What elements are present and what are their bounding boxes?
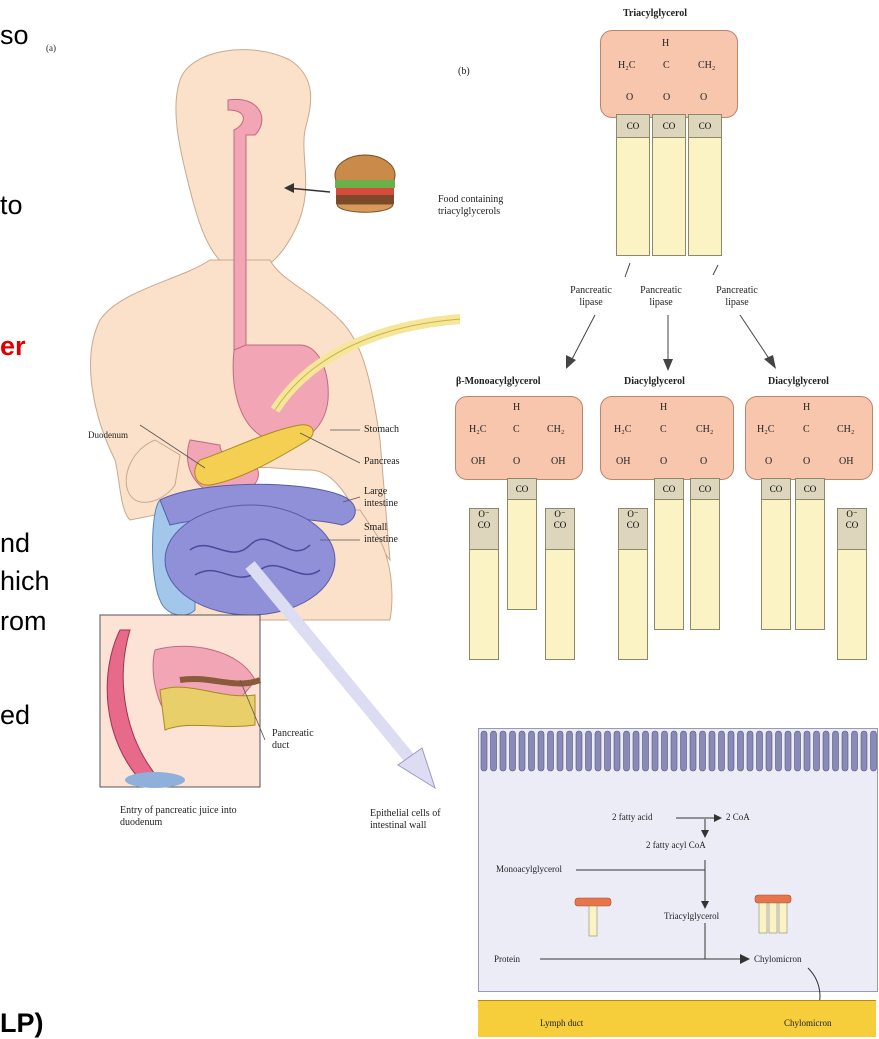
lipase-arrows xyxy=(540,255,870,375)
formula-h2c: H₂C xyxy=(757,424,774,436)
lipase-label: Pancreatic lipase xyxy=(712,285,762,308)
panel-b-tag: (b) xyxy=(458,66,470,78)
panel-a-tag: (a) xyxy=(46,43,56,53)
pancreatic-duct-label: Pancreatic duct xyxy=(272,728,332,751)
fatty-acid-tail xyxy=(795,478,825,630)
chylomicron-label: Chylomicron xyxy=(754,954,802,964)
co-group: CO xyxy=(761,478,791,500)
formula-o: O xyxy=(660,456,667,468)
co-group: CO xyxy=(652,114,686,138)
monoacylglycerol-label: Monoacylglycerol xyxy=(496,864,562,874)
lymph-duct-label: Lymph duct xyxy=(540,1018,583,1028)
small-intestine-label: Small intestine xyxy=(364,522,414,545)
co-group: CO xyxy=(654,478,684,500)
fatty-acid-tail xyxy=(761,478,791,630)
formula-o: O xyxy=(663,92,670,104)
carboxylate-group: O⁻CO xyxy=(469,508,499,550)
food-label-text: Food containing triacylglycerols xyxy=(438,194,528,217)
slide-text-fragment: nd xyxy=(0,530,30,557)
formula-o: O xyxy=(700,92,707,104)
fatty-acid-tail xyxy=(690,478,720,630)
formula-o: O xyxy=(513,456,520,468)
epithelial-cells-label: Epithelial cells of intestinal wall xyxy=(370,808,470,831)
formula-c: C xyxy=(513,424,520,436)
inset-caption: Entry of pancreatic juice into duodenum xyxy=(120,805,260,828)
co: CO xyxy=(554,520,567,530)
formula-ch2: CH₂ xyxy=(837,424,854,436)
diacylglycerol-molecule: H H₂C C CH₂ O O OH CO CO O⁻CO xyxy=(745,396,875,666)
formula-ch2: CH₂ xyxy=(698,60,715,72)
triacylglycerol-label: Triacylglycerol xyxy=(664,911,719,921)
formula-oh: OH xyxy=(616,456,630,468)
carboxylate-group: O⁻CO xyxy=(837,508,867,550)
co-group: CO xyxy=(507,478,537,500)
co-group: CO xyxy=(690,478,720,500)
formula-h: H xyxy=(660,402,667,414)
food-label: Food containing triacylglycerols xyxy=(438,194,528,217)
co: CO xyxy=(846,520,859,530)
diacylglycerol-title: Diacylglycerol xyxy=(768,376,829,388)
carboxylate-group: O⁻CO xyxy=(545,508,575,550)
pathway-arrows xyxy=(478,728,878,1038)
triacylglycerol-title: Triacylglycerol xyxy=(623,8,687,20)
co: CO xyxy=(478,520,491,530)
chylomicron-label: Chylomicron xyxy=(784,1018,832,1028)
formula-o: O xyxy=(700,456,707,468)
monoacylglycerol-molecule: H H₂C C CH₂ OH O OH CO O⁻CO O⁻CO xyxy=(455,396,585,666)
slide-text-fragment: LP) xyxy=(0,1010,44,1037)
slide-text-fragment: to xyxy=(0,192,23,219)
formula-c: C xyxy=(803,424,810,436)
protein-label: Protein xyxy=(494,954,520,964)
formula-c: C xyxy=(660,424,667,436)
slide-text-fragment: rom xyxy=(0,608,47,635)
fatty-acid-label: 2 fatty acid xyxy=(612,812,652,822)
carboxylate-group: O⁻CO xyxy=(618,508,648,550)
o-minus: O⁻ xyxy=(846,509,857,519)
lipase-label: Pancreatic lipase xyxy=(566,285,616,308)
o-minus: O⁻ xyxy=(627,509,638,519)
formula-o: O xyxy=(626,92,633,104)
co-group: CO xyxy=(795,478,825,500)
formula-oh: OH xyxy=(551,456,565,468)
stomach-label: Stomach xyxy=(364,424,399,436)
formula-h: H xyxy=(662,38,669,50)
formula-h2c: H₂C xyxy=(469,424,486,436)
formula-h2c: H₂C xyxy=(614,424,631,436)
lipase-label: Pancreatic lipase xyxy=(636,285,686,308)
slide-text-fragment: hich xyxy=(0,568,50,595)
o-minus: O⁻ xyxy=(478,509,489,519)
formula-ch2: CH₂ xyxy=(547,424,564,436)
slide-text-fragment: ed xyxy=(0,702,30,729)
formula-h2c: H₂C xyxy=(618,60,635,72)
co: CO xyxy=(627,520,640,530)
fatty-acyl-coa-label: 2 fatty acyl CoA xyxy=(646,840,706,850)
formula-h: H xyxy=(803,402,810,414)
coa-label: 2 CoA xyxy=(726,812,750,822)
formula-o: O xyxy=(803,456,810,468)
diacylglycerol-molecule: H H₂C C CH₂ OH O O CO CO O⁻CO xyxy=(600,396,735,666)
formula-o: O xyxy=(765,456,772,468)
monoacylglycerol-title: β-Monoacylglycerol xyxy=(456,376,541,388)
slide-text-fragment: so xyxy=(0,22,29,49)
diacylglycerol-title: Diacylglycerol xyxy=(624,376,685,388)
formula-oh: OH xyxy=(839,456,853,468)
triacylglycerol-molecule: H H₂C C CH₂ O O O CO CO CO xyxy=(600,30,740,255)
formula-oh: OH xyxy=(471,456,485,468)
slide-text-fragment-highlight: er xyxy=(0,333,26,360)
duodenum-label: Duodenum xyxy=(88,430,128,440)
co-group: CO xyxy=(688,114,722,138)
formula-c: C xyxy=(663,60,670,72)
fatty-acid-tail xyxy=(654,478,684,630)
formula-h: H xyxy=(513,402,520,414)
pancreas-label: Pancreas xyxy=(364,456,400,468)
large-intestine-label: Large intestine xyxy=(364,486,414,509)
formula-ch2: CH₂ xyxy=(696,424,713,436)
o-minus: O⁻ xyxy=(554,509,565,519)
co-group: CO xyxy=(616,114,650,138)
